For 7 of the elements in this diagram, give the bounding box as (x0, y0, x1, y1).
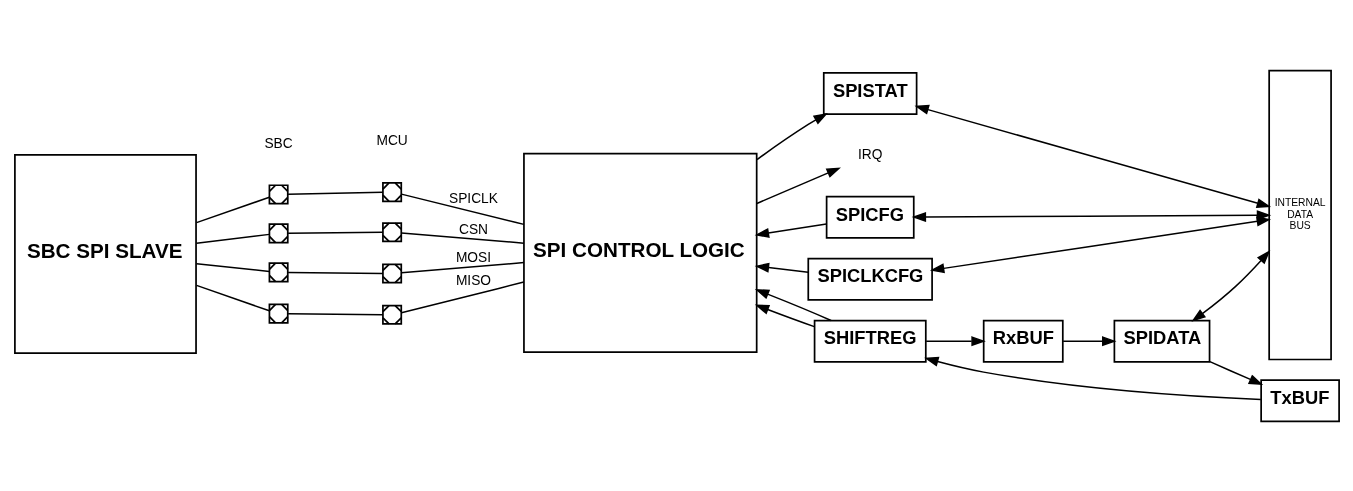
edge-label: MOSI (455, 249, 491, 265)
edge-label: MISO (455, 272, 491, 288)
label: MCU (375, 132, 408, 148)
label: SBC (263, 135, 293, 151)
edge-label: CSN (458, 221, 488, 237)
edge-label: SPICLK (448, 190, 498, 206)
node-text: IRQ (857, 146, 882, 162)
